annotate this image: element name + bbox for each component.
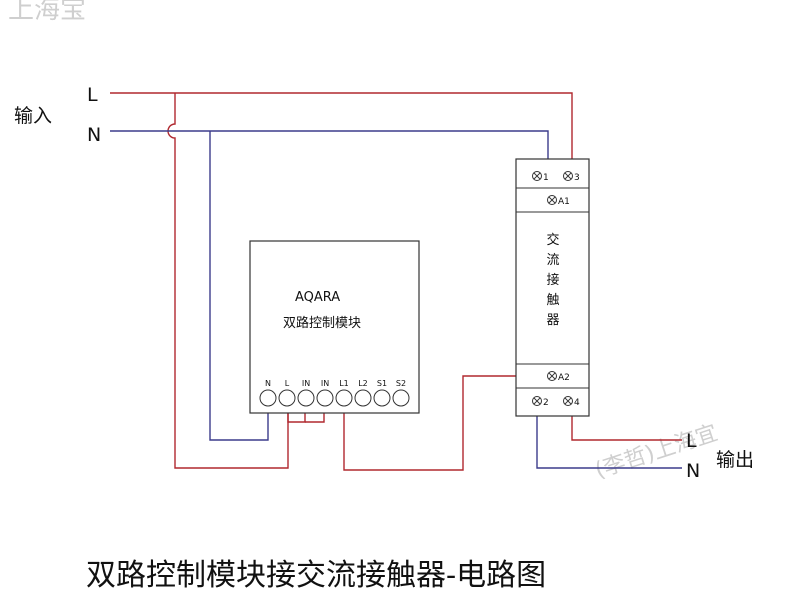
module-terminal-s1-6: S1 [373, 379, 391, 407]
output-L-label: L [686, 430, 697, 452]
contactor-name-char: 交 [546, 232, 559, 248]
module-name: 双路控制模块 [283, 315, 361, 331]
control-module: AQARA 双路控制模块 N L IN IN L1 L2 S1 S2 [249, 240, 420, 414]
contactor-name-char: 触 [546, 293, 559, 308]
svg-text:L1: L1 [339, 379, 349, 388]
module-brand: AQARA [295, 290, 340, 305]
contactor: 交流接触器 1 3 A1 A2 2 4 [515, 158, 590, 417]
svg-text:A2: A2 [558, 373, 570, 383]
svg-text:L: L [285, 379, 290, 388]
terminal-A1: A1 [547, 195, 570, 207]
terminal-1: 1 [532, 171, 549, 183]
terminal-4: 4 [563, 396, 580, 408]
svg-text:S2: S2 [396, 379, 406, 388]
module-terminal-l2-5: L2 [354, 379, 372, 407]
live-wires [110, 92, 682, 471]
output-label: 输出 [716, 449, 754, 471]
watermark-bottom: (李哲)上海宜 [592, 421, 721, 484]
svg-text:L2: L2 [358, 379, 368, 388]
terminal-A2: A2 [547, 371, 570, 383]
svg-text:A1: A1 [558, 197, 570, 207]
contactor-name-char: 接 [546, 272, 559, 288]
svg-text:S1: S1 [377, 379, 387, 388]
terminal-3: 3 [563, 171, 580, 183]
module-terminal-l-1: L [278, 379, 296, 407]
svg-text:N: N [265, 379, 271, 388]
terminal-2: 2 [532, 396, 549, 408]
module-terminal-s2-7: S2 [392, 379, 410, 407]
module-terminal-l1-4: L1 [335, 379, 353, 407]
input-N-label: N [87, 124, 101, 146]
svg-text:2: 2 [543, 398, 549, 408]
svg-text:IN: IN [302, 379, 310, 388]
input-label: 输入 [14, 105, 52, 127]
module-terminal-n-0: N [259, 379, 277, 407]
svg-text:3: 3 [574, 173, 580, 183]
svg-text:IN: IN [321, 379, 329, 388]
output-N-label: N [686, 460, 700, 482]
svg-text:1: 1 [543, 173, 549, 183]
contactor-name-char: 流 [546, 253, 559, 268]
module-terminal-in-2: IN [297, 379, 315, 407]
svg-text:4: 4 [574, 398, 580, 408]
diagram-title: 双路控制模块接交流接触器-电路图 [86, 558, 546, 593]
module-terminal-in-3: IN [316, 379, 334, 407]
watermark-top: 上海宝 [8, 0, 86, 25]
contactor-name-char: 器 [546, 313, 559, 328]
input-L-label: L [87, 84, 98, 106]
